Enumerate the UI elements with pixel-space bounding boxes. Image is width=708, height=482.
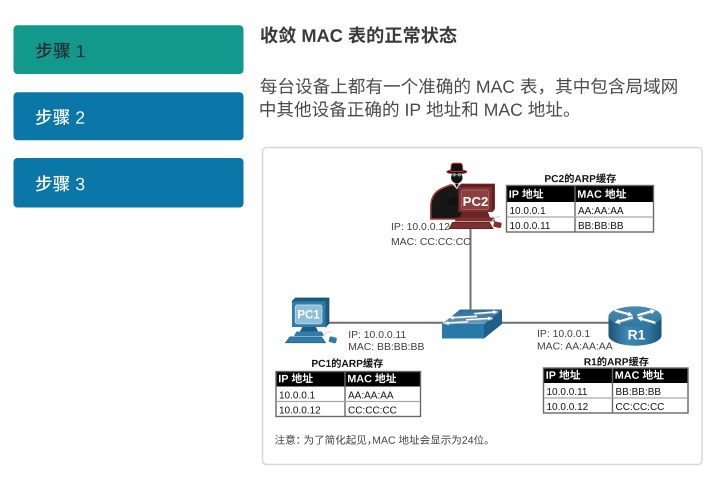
svg-text:CC:CC:CC: CC:CC:CC <box>348 406 397 417</box>
svg-text:MAC: AA:AA:AA: MAC: AA:AA:AA <box>537 342 613 353</box>
svg-text:PC2: PC2 <box>463 194 489 209</box>
svg-text:10.0.0.12: 10.0.0.12 <box>547 402 589 413</box>
svg-text:10.0.0.11: 10.0.0.11 <box>547 387 588 398</box>
svg-text:PC1: PC1 <box>297 310 320 322</box>
svg-text:10.0.0.12: 10.0.0.12 <box>279 406 321 417</box>
svg-text:BB:BB:BB: BB:BB:BB <box>578 221 624 232</box>
svg-text:MAC: CC:CC:CC: MAC: CC:CC:CC <box>391 237 471 248</box>
svg-text:10.0.0.1: 10.0.0.1 <box>510 206 547 217</box>
svg-text:IP: 10.0.0.1: IP: 10.0.0.1 <box>537 329 590 340</box>
svg-text:AA:AA:AA: AA:AA:AA <box>578 206 624 217</box>
svg-text:R1: R1 <box>628 328 646 343</box>
svg-text:10.0.0.1: 10.0.0.1 <box>279 391 316 402</box>
svg-text:CC:CC:CC: CC:CC:CC <box>616 402 665 413</box>
svg-text:BB:BB:BB: BB:BB:BB <box>616 387 662 398</box>
svg-text:IP: 10.0.0.11: IP: 10.0.0.11 <box>348 330 406 341</box>
svg-text:AA:AA:AA: AA:AA:AA <box>348 391 394 402</box>
svg-text:10.0.0.11: 10.0.0.11 <box>510 221 551 232</box>
svg-text:MAC: BB:BB:BB: MAC: BB:BB:BB <box>348 342 424 353</box>
svg-text:IP: 10.0.0.12: IP: 10.0.0.12 <box>391 222 450 233</box>
